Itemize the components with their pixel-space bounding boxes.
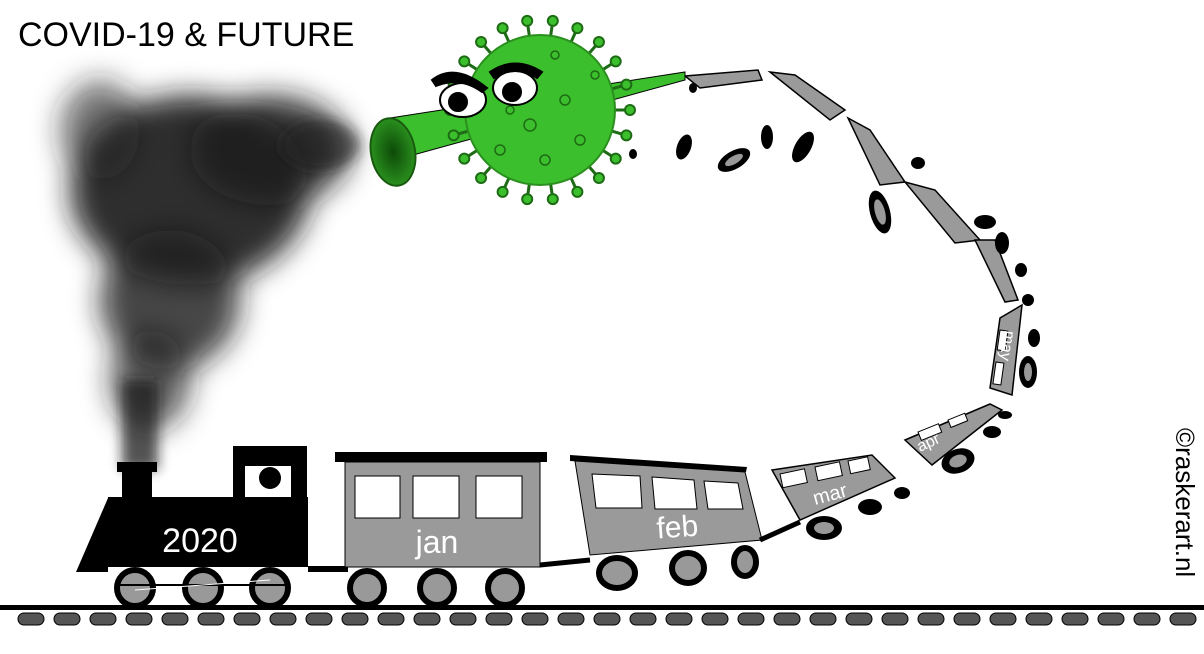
rail-sleeper	[953, 612, 981, 626]
virus-spike-tip	[592, 35, 605, 48]
virus-spike-tip	[571, 185, 584, 198]
rail-sleeper	[53, 612, 81, 626]
rail-sleeper	[701, 612, 729, 626]
virus-spike-tip	[571, 22, 584, 35]
rail-sleeper	[521, 612, 549, 626]
eyes	[430, 62, 544, 118]
rail-sleeper	[593, 612, 621, 626]
rail-sleeper	[845, 612, 873, 626]
car-label-jan: jan	[415, 524, 459, 560]
virus-spike-tip	[609, 152, 622, 165]
rail-sleeper	[341, 612, 369, 626]
smoke	[60, 80, 360, 470]
signature: ©raskerart.nl	[1170, 428, 1200, 577]
rail-sleeper	[413, 612, 441, 626]
rail-sleeper	[305, 612, 333, 626]
rail-sleeper	[665, 612, 693, 626]
virus-spike-tip	[592, 172, 605, 185]
rail-sleeper	[125, 612, 153, 626]
rail-sleeper	[629, 612, 657, 626]
rail-sleeper	[1169, 612, 1197, 626]
title: COVID-19 & FUTURE	[18, 16, 354, 54]
rail-sleeper	[917, 612, 945, 626]
rail-sleeper	[485, 612, 513, 626]
rail-sleeper	[1097, 612, 1125, 626]
locomotive: 2020	[76, 446, 348, 609]
rail-sleeper	[1061, 612, 1089, 626]
car-label-feb: feb	[655, 510, 699, 546]
virus-spike-tip	[609, 55, 622, 68]
virus-spike-tip	[546, 14, 559, 27]
rail-sleeper	[449, 612, 477, 626]
virus-spike-tip	[620, 78, 633, 91]
rail-sleeper	[773, 612, 801, 626]
virus-spike-tip	[620, 129, 633, 142]
rail-sleeper	[89, 612, 117, 626]
virus-spike-tip	[447, 129, 460, 142]
rail-sleeper	[737, 612, 765, 626]
rail-sleeper	[161, 612, 189, 626]
virus-spike-tip	[475, 35, 488, 48]
rail-sleeper	[197, 612, 225, 626]
virus-spike-tip	[496, 22, 509, 35]
rail-sleeper	[809, 612, 837, 626]
virus-spike-tip	[475, 172, 488, 185]
virus-spike-tip	[546, 193, 559, 206]
virus-spike-tip	[521, 193, 534, 206]
car-feb: feb	[570, 455, 802, 591]
rail-sleeper	[269, 612, 297, 626]
locomotive-label: 2020	[162, 522, 238, 560]
rail-sleeper	[1133, 612, 1161, 626]
rail-sleeper	[557, 612, 585, 626]
car-jan: jan	[335, 452, 591, 608]
virus-spike-tip	[624, 104, 636, 116]
rail-sleeper	[377, 612, 405, 626]
rail-sleeper	[881, 612, 909, 626]
railway-track	[0, 605, 1204, 626]
rail-sleeper	[233, 612, 261, 626]
rail-sleeper	[17, 612, 45, 626]
virus-spike-tip	[458, 55, 471, 68]
virus-spike-tip	[521, 14, 534, 27]
car-label-may: may	[996, 329, 1018, 362]
virus-spike-tip	[458, 152, 471, 165]
virus-character	[430, 14, 636, 206]
rail-sleeper	[1025, 612, 1053, 626]
virus-spike-tip	[496, 185, 509, 198]
rail-sleeper	[989, 612, 1017, 626]
